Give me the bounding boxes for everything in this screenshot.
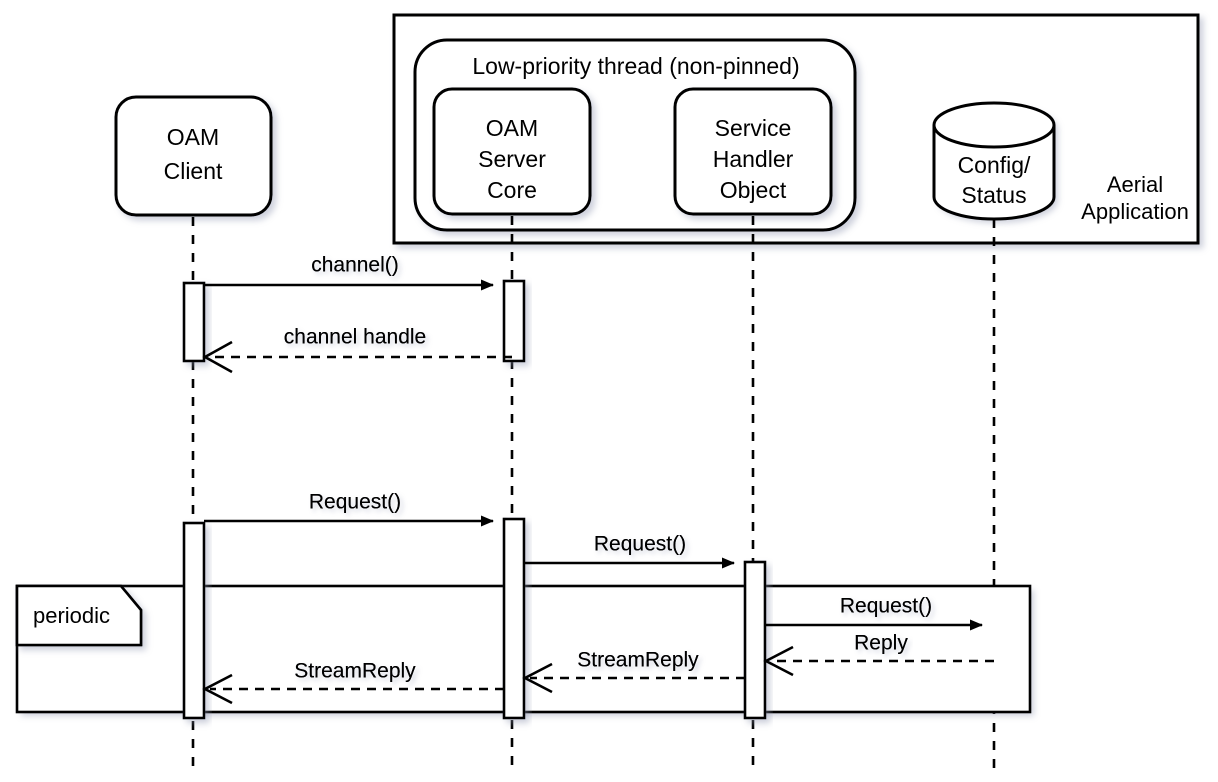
participant-oam-server-core-label-line2: Server: [478, 146, 546, 172]
message-request-3-label-shadow: Request(): [840, 595, 932, 618]
low-priority-thread-label: Low-priority thread (non-pinned): [472, 53, 799, 79]
activation-bars-group: [182, 279, 767, 720]
activation-oam-server-core-1: [502, 279, 526, 363]
message-streamreply-1-label-shadow: StreamReply: [577, 649, 699, 672]
participant-oam-server-core-label-line1: OAM: [486, 115, 538, 141]
message-request-2-label: Request(): [594, 533, 686, 556]
message-streamreply-handler-to-server: StreamReply StreamReply: [522, 649, 745, 694]
activation-oam-client-1: [182, 281, 206, 363]
message-request-1-label: Request(): [309, 491, 401, 514]
activation-oam-client-2: [182, 521, 206, 720]
message-reply-label: Reply: [854, 632, 908, 655]
aerial-application-label-line1: Aerial: [1107, 172, 1163, 197]
participant-config-status-label-line1: Config/: [958, 152, 1031, 178]
message-request-server-to-handler: Request() Request(): [524, 533, 735, 569]
message-streamreply-2-label-shadow: StreamReply: [294, 660, 416, 683]
participant-config-status-label-line2: Status: [961, 182, 1026, 208]
message-channel-label: channel(): [311, 254, 399, 277]
participant-service-handler-object-label-line1: Service: [715, 115, 792, 141]
message-request-handler-to-config: Request() Request(): [765, 595, 983, 631]
message-streamreply-2-label: StreamReply: [294, 660, 416, 683]
participant-oam-client-label-line1: OAM: [167, 124, 219, 150]
message-reply-label-shadow: Reply: [854, 632, 908, 655]
message-reply-config-to-handler: Reply Reply: [763, 632, 994, 677]
message-request-2-label-shadow: Request(): [594, 533, 686, 556]
message-streamreply-1-label: StreamReply: [577, 649, 699, 672]
participant-service-handler-object-label-line2: Handler: [713, 146, 794, 172]
participant-service-handler-object[interactable]: [673, 87, 833, 216]
message-request-1-label-shadow: Request(): [309, 491, 401, 514]
participant-config-status[interactable]: [932, 101, 1056, 221]
aerial-application-label-line2: Application: [1081, 199, 1189, 224]
message-streamreply-server-to-client: StreamReply StreamReply: [202, 660, 504, 705]
message-request-3-label: Request(): [840, 595, 932, 618]
message-request-client-to-server: Request() Request(): [204, 491, 494, 527]
participant-oam-client-label-line2: Client: [164, 158, 223, 184]
participant-service-handler-object-label-line3: Object: [720, 177, 787, 203]
message-channel-handle-label: channel handle: [284, 326, 426, 349]
participant-oam-server-core-label-line3: Core: [487, 177, 537, 203]
participant-oam-client[interactable]: [114, 95, 273, 217]
message-channel-handle-label-shadow: channel handle: [284, 326, 426, 349]
message-channel-handle: channel handle channel handle: [202, 326, 512, 374]
message-channel-label-shadow: channel(): [311, 254, 399, 277]
activation-oam-server-core-2: [502, 517, 526, 720]
fragment-periodic-label: periodic: [33, 603, 110, 628]
message-channel: channel() channel(): [204, 254, 494, 291]
activation-service-handler-object-1: [743, 560, 767, 720]
participant-oam-server-core[interactable]: [432, 87, 592, 216]
